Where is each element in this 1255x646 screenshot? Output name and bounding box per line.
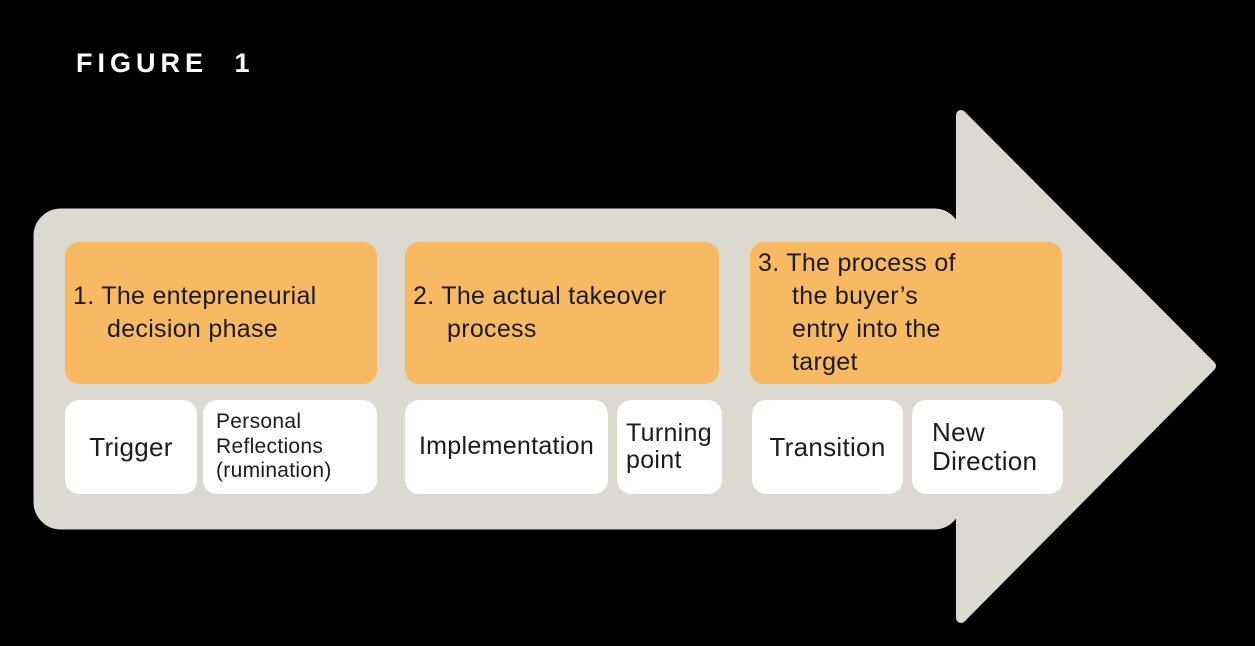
phase-box-2: 2. The actual takeover process (405, 242, 719, 384)
step-label: Turning point (626, 418, 712, 474)
step-label: New Direction (932, 417, 1038, 476)
step-box-transition: Transition (752, 400, 903, 494)
phase-3-text: 3. The process of the buyer’s entry into… (758, 247, 973, 379)
phase-box-3: 3. The process of the buyer’s entry into… (750, 242, 1062, 384)
figure-title: FIGURE 1 (76, 48, 255, 78)
phase-3-number: 3. (758, 249, 780, 277)
step-label: Trigger (89, 431, 173, 462)
phase-2-text: 2. The actual takeover process (413, 280, 683, 346)
step-label: Implementation (418, 432, 595, 461)
step-box-turning-point: Turning point (617, 400, 722, 494)
phase-1-title: The entepreneurial decision phase (101, 282, 317, 343)
step-label: Personal Reflections (rumination) (216, 410, 332, 483)
phase-2-number: 2. (413, 282, 435, 310)
phase-box-1: 1. The entepreneurial decision phase (65, 242, 377, 384)
step-box-new-direction: New Direction (912, 400, 1063, 494)
step-box-implementation: Implementation (405, 400, 608, 494)
phase-1-text: 1. The entepreneurial decision phase (73, 280, 343, 346)
step-label: Transition (769, 431, 886, 462)
step-box-personal-reflections: Personal Reflections (rumination) (203, 400, 377, 494)
phase-1-number: 1. (73, 282, 95, 310)
phase-2-title: The actual takeover process (441, 282, 667, 343)
phase-3-title: The process of the buyer’s entry into th… (786, 249, 956, 376)
step-box-trigger: Trigger (65, 400, 197, 494)
